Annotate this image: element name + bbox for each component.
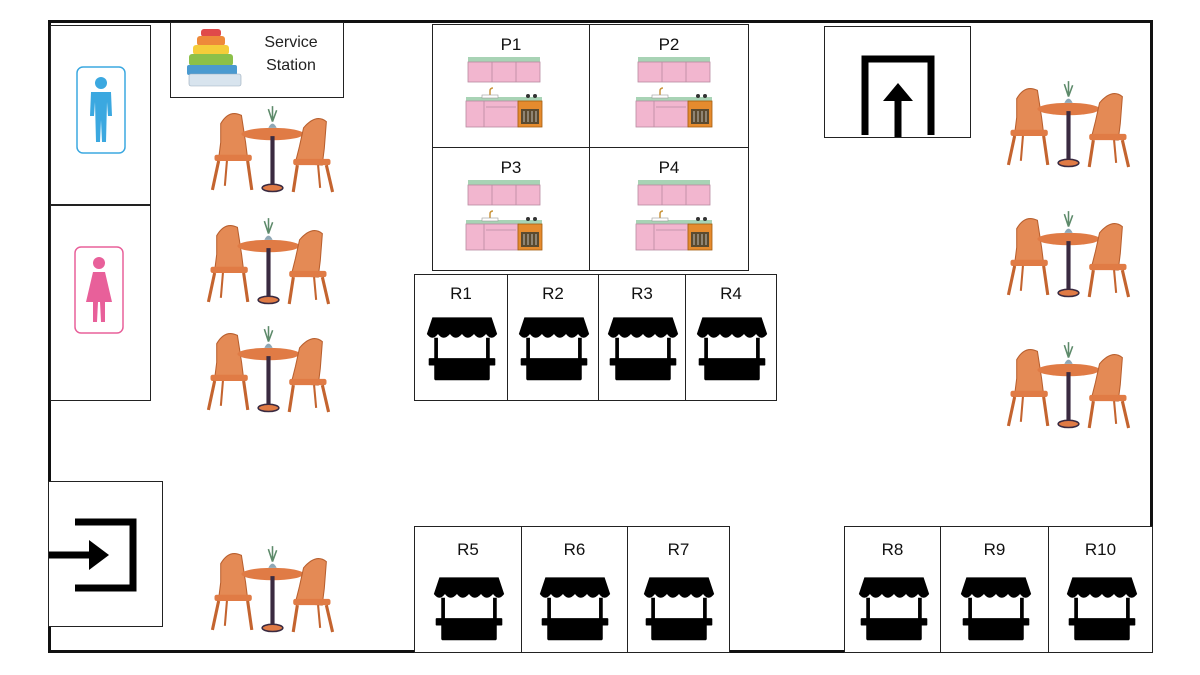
kitchen-icon bbox=[464, 55, 544, 135]
market-stall-icon bbox=[517, 305, 591, 389]
market-stall-icon bbox=[432, 565, 506, 649]
entrance-arrow-icon bbox=[49, 518, 137, 592]
stall-r1: R1 bbox=[414, 274, 508, 401]
table-chairs-icon bbox=[996, 336, 1141, 431]
market-stall-icon bbox=[606, 305, 680, 389]
service-station-label: Service Station bbox=[251, 31, 331, 77]
service-station-line2: Station bbox=[266, 57, 316, 74]
stall-label: R4 bbox=[720, 284, 742, 303]
stall-label: R5 bbox=[457, 540, 479, 559]
market-stall-icon bbox=[425, 305, 499, 389]
table-chairs-icon bbox=[996, 75, 1141, 170]
market-stall-icon bbox=[857, 565, 931, 649]
stall-label: R9 bbox=[983, 540, 1006, 559]
service-station-line1: Service bbox=[264, 34, 318, 51]
kitchen-icon bbox=[464, 178, 544, 258]
stall-label: R6 bbox=[563, 540, 586, 559]
stall-label: R10 bbox=[1084, 540, 1117, 559]
table-chairs-icon bbox=[996, 205, 1141, 300]
stall-label: R2 bbox=[542, 284, 564, 303]
market-stall-icon bbox=[959, 565, 1033, 649]
market-stall-icon bbox=[1065, 565, 1139, 649]
stall-label: R1 bbox=[450, 284, 472, 303]
male-restroom-icon bbox=[76, 66, 126, 154]
prep-room-p4: P4 bbox=[589, 147, 749, 271]
exit-arrow-icon bbox=[861, 55, 935, 137]
market-stall-icon bbox=[538, 565, 612, 649]
prep-room-label: P4 bbox=[658, 158, 680, 177]
table-chairs-icon bbox=[196, 212, 341, 307]
market-stall-icon bbox=[642, 565, 716, 649]
service-station: Service Station bbox=[170, 22, 344, 98]
exit-door bbox=[824, 26, 971, 138]
female-restroom bbox=[50, 205, 151, 401]
prep-room-p3: P3 bbox=[432, 147, 590, 271]
stall-r6: R6 bbox=[521, 526, 628, 653]
kitchen-icon bbox=[634, 55, 714, 135]
prep-room-p2: P2 bbox=[589, 24, 749, 148]
stall-r3: R3 bbox=[598, 274, 686, 401]
table-chairs-icon bbox=[196, 320, 341, 415]
stall-r8: R8 bbox=[844, 526, 941, 653]
table-chairs-icon bbox=[200, 540, 345, 635]
male-restroom bbox=[50, 25, 151, 205]
table-chairs-icon bbox=[200, 100, 345, 195]
stall-r5: R5 bbox=[414, 526, 522, 653]
market-stall-icon bbox=[695, 305, 769, 389]
entrance-door bbox=[48, 481, 163, 627]
stall-label: R7 bbox=[667, 540, 690, 559]
stall-label: R3 bbox=[631, 284, 653, 303]
stall-r10: R10 bbox=[1048, 526, 1153, 653]
kitchen-icon bbox=[634, 178, 714, 258]
female-restroom-icon bbox=[74, 246, 124, 334]
stall-label: R8 bbox=[881, 540, 904, 559]
dishes-stack-icon bbox=[187, 29, 242, 87]
prep-room-p1: P1 bbox=[432, 24, 590, 148]
stall-r2: R2 bbox=[507, 274, 599, 401]
prep-room-label: P2 bbox=[658, 35, 680, 54]
prep-room-label: P1 bbox=[500, 35, 522, 54]
stall-r9: R9 bbox=[940, 526, 1049, 653]
stall-r4: R4 bbox=[685, 274, 777, 401]
prep-room-label: P3 bbox=[500, 158, 522, 177]
stall-r7: R7 bbox=[627, 526, 730, 653]
